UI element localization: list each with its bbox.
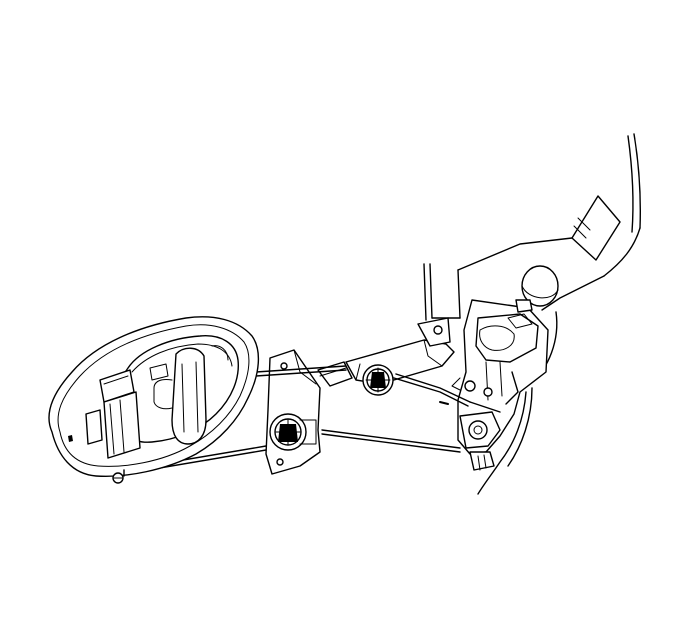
latch-assembly: [439, 299, 549, 495]
lock-cylinder-linkage: [317, 317, 455, 396]
door-frame: [423, 133, 642, 381]
inside-handle-bezel: [48, 316, 260, 484]
